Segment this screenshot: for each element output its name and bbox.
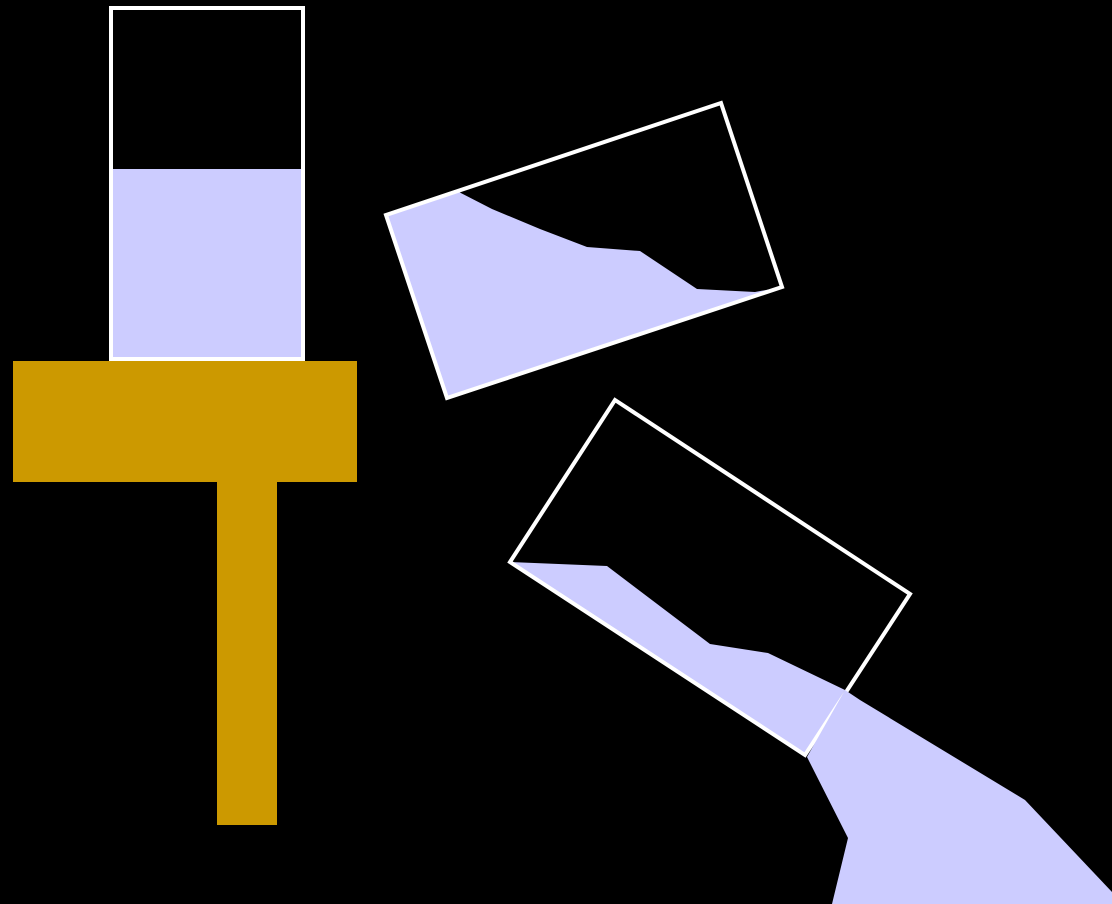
table-top	[13, 361, 357, 482]
upright-glass-liquid	[111, 169, 303, 359]
table-leg	[217, 480, 277, 825]
